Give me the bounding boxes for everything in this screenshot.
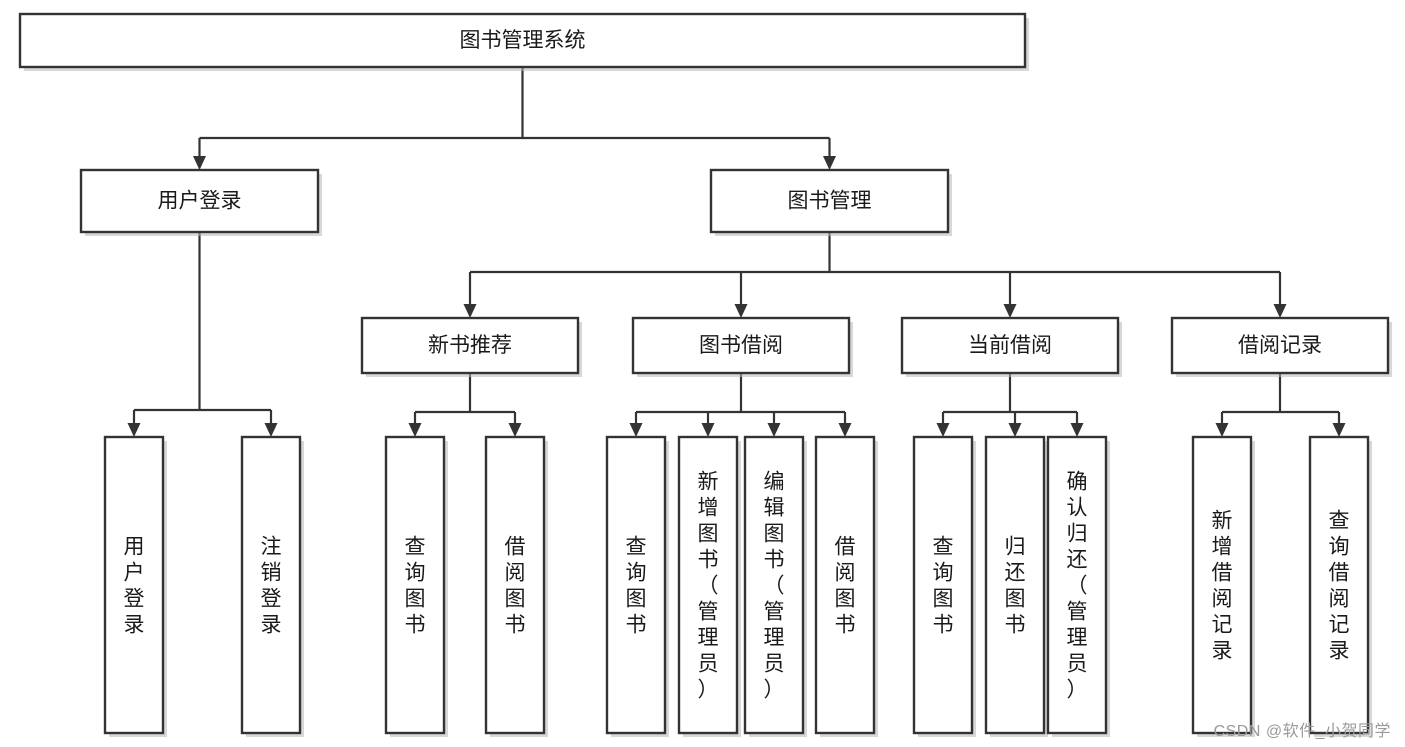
node-rect[interactable] xyxy=(484,435,546,735)
node-label: 图书借阅 xyxy=(699,334,783,357)
node-label: 用户登录 xyxy=(158,190,242,213)
node-rect[interactable] xyxy=(709,168,950,234)
node-rect[interactable] xyxy=(1046,435,1108,735)
arrow-head-icon xyxy=(1273,304,1287,318)
node-leaf-borrow-books-recommend[interactable]: 借阅图书 xyxy=(484,435,548,737)
csdn-watermark: CSDN @软件_小贺同学 xyxy=(1213,723,1391,740)
node-leaf-edit-book-admin[interactable]: 编辑图书（管理员） xyxy=(743,435,807,737)
edge-group-new-book-recommend xyxy=(408,373,522,437)
node-layer: 图书管理系统用户登录图书管理新书推荐图书借阅当前借阅借阅记录用户登录注销登录查询… xyxy=(18,12,1392,737)
arrow-head-icon xyxy=(408,423,422,437)
arrow-head-icon xyxy=(936,423,950,437)
node-label: 图书管理系统 xyxy=(460,29,586,52)
node-label: 当前借阅 xyxy=(968,334,1052,357)
arrow-head-icon xyxy=(463,304,477,318)
node-label: 新增借阅记录 xyxy=(1212,509,1233,662)
edge-group-book-management xyxy=(463,232,1287,318)
node-leaf-confirm-return-admin[interactable]: 确认归还（管理员） xyxy=(1046,435,1110,737)
node-rect[interactable] xyxy=(631,316,851,375)
node-label: 新书推荐 xyxy=(428,334,512,357)
connector-layer xyxy=(127,67,1346,437)
node-rect[interactable] xyxy=(1170,316,1390,375)
arrow-head-icon xyxy=(734,304,748,318)
node-label: 借阅记录 xyxy=(1238,334,1322,357)
node-leaf-add-book-admin[interactable]: 新增图书（管理员） xyxy=(677,435,741,737)
node-rect[interactable] xyxy=(912,435,974,735)
arrow-head-icon xyxy=(1215,423,1229,437)
node-leaf-logout[interactable]: 注销登录 xyxy=(240,435,304,737)
arrow-head-icon xyxy=(1070,423,1084,437)
arrow-head-icon xyxy=(767,423,781,437)
node-label: 图书管理 xyxy=(788,190,872,213)
arrow-head-icon xyxy=(701,423,715,437)
node-rect[interactable] xyxy=(1191,435,1253,735)
node-label: 编辑图书（管理员） xyxy=(764,470,785,701)
node-leaf-borrow-book[interactable]: 借阅图书 xyxy=(814,435,878,737)
arrow-head-icon xyxy=(838,423,852,437)
node-rect[interactable] xyxy=(605,435,667,735)
arrow-head-icon xyxy=(629,423,643,437)
node-leaf-add-borrow-record[interactable]: 新增借阅记录 xyxy=(1191,435,1255,737)
node-book-borrow[interactable]: 图书借阅 xyxy=(631,316,853,377)
node-rect[interactable] xyxy=(79,168,320,234)
node-rect[interactable] xyxy=(743,435,805,735)
arrow-head-icon xyxy=(1003,304,1017,318)
node-label: 借阅图书 xyxy=(505,535,526,636)
node-rect[interactable] xyxy=(814,435,876,735)
node-leaf-query-books-current[interactable]: 查询图书 xyxy=(912,435,976,737)
node-rect[interactable] xyxy=(240,435,302,735)
edge-group-book-borrow xyxy=(629,373,852,437)
node-label: 查询借阅记录 xyxy=(1329,509,1350,662)
node-leaf-query-books-borrow[interactable]: 查询图书 xyxy=(605,435,669,737)
arrow-head-icon xyxy=(823,156,836,170)
node-rect[interactable] xyxy=(984,435,1046,735)
arrow-head-icon xyxy=(264,423,278,437)
node-leaf-query-borrow-record[interactable]: 查询借阅记录 xyxy=(1308,435,1372,737)
arrow-head-icon xyxy=(1008,423,1022,437)
node-label: 归还图书 xyxy=(1005,535,1026,636)
edge-group-root xyxy=(193,67,836,170)
arrow-head-icon xyxy=(1332,423,1346,437)
node-rect[interactable] xyxy=(677,435,739,735)
node-root[interactable]: 图书管理系统 xyxy=(18,12,1029,71)
edge-group-user-login xyxy=(127,232,278,437)
node-book-management[interactable]: 图书管理 xyxy=(709,168,952,236)
node-rect[interactable] xyxy=(900,316,1120,375)
arrow-head-icon xyxy=(127,423,141,437)
node-label: 查询图书 xyxy=(933,535,954,636)
node-label: 新增图书（管理员） xyxy=(698,470,719,701)
node-leaf-user-login[interactable]: 用户登录 xyxy=(103,435,167,737)
node-label: 注销登录 xyxy=(261,535,282,636)
node-new-book-recommend[interactable]: 新书推荐 xyxy=(360,316,582,377)
node-label: 用户登录 xyxy=(124,535,145,636)
arrow-head-icon xyxy=(193,156,206,170)
node-current-borrow[interactable]: 当前借阅 xyxy=(900,316,1122,377)
node-label: 确认归还（管理员） xyxy=(1067,470,1088,701)
node-rect[interactable] xyxy=(384,435,446,735)
arrow-head-icon xyxy=(508,423,522,437)
edge-group-current-borrow xyxy=(936,373,1084,437)
node-rect[interactable] xyxy=(1308,435,1370,735)
node-label: 借阅图书 xyxy=(835,535,856,636)
node-user-login[interactable]: 用户登录 xyxy=(79,168,322,236)
edge-group-borrow-records xyxy=(1215,373,1346,437)
node-leaf-return-book[interactable]: 归还图书 xyxy=(984,435,1048,737)
node-leaf-query-books-recommend[interactable]: 查询图书 xyxy=(384,435,448,737)
node-label: 查询图书 xyxy=(626,535,647,636)
node-rect[interactable] xyxy=(18,12,1027,69)
node-label: 查询图书 xyxy=(405,535,426,636)
node-rect[interactable] xyxy=(103,435,165,735)
node-borrow-records[interactable]: 借阅记录 xyxy=(1170,316,1392,377)
node-rect[interactable] xyxy=(360,316,580,375)
